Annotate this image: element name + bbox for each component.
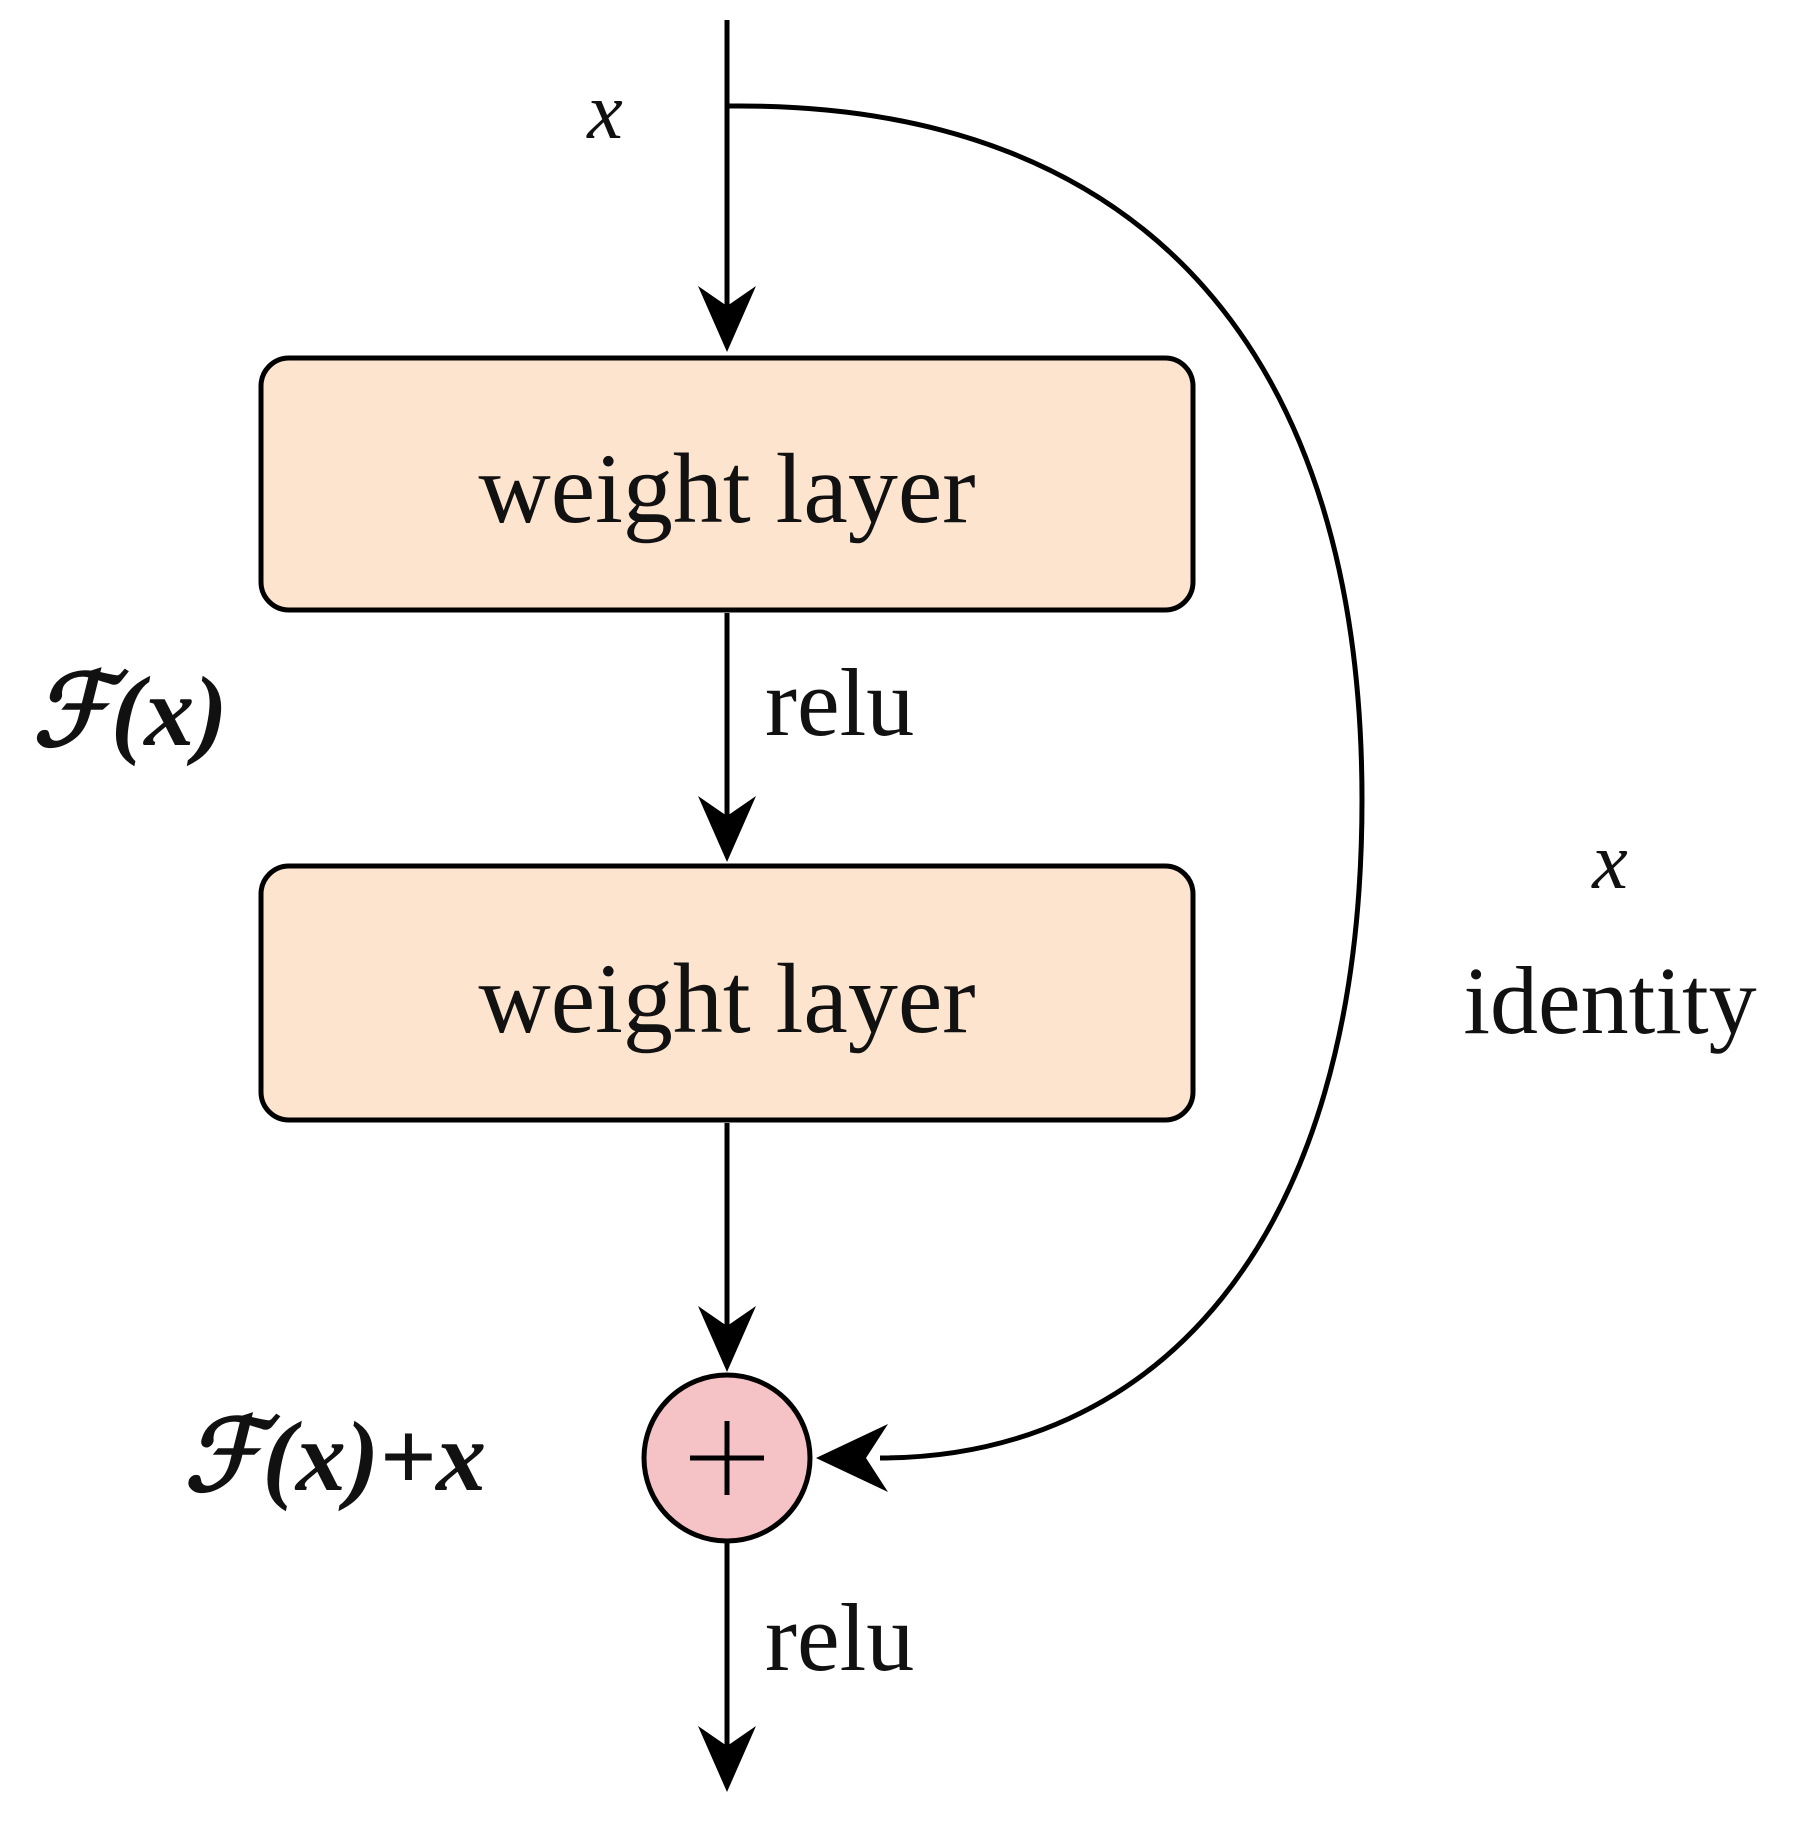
weight-layer-2-label: weight layer (478, 943, 975, 1054)
sum-label: ℱ(x)+x (184, 1401, 486, 1512)
weight-layer-2 (258, 863, 1196, 1123)
weight-layer-1-label: weight layer (478, 433, 975, 544)
weight-layer-1 (258, 355, 1196, 613)
lower-arrow-head (698, 1306, 756, 1372)
shortcut-x-label: x (1591, 818, 1628, 906)
residual-function-args: (x) (111, 656, 228, 767)
shortcut-identity-label: identity (1463, 947, 1756, 1054)
sum-function-args: (x)+x (263, 1401, 487, 1512)
input-arrow-head (698, 286, 756, 352)
shortcut-edge (727, 103, 1365, 1461)
residual-function-label: ℱ(x) (32, 656, 227, 767)
input-label: x (586, 68, 623, 156)
relu-out-label: relu (765, 1584, 914, 1691)
relu-mid-label: relu (765, 649, 914, 756)
middle-arrow-head (698, 796, 756, 862)
output-arrow-head (698, 1726, 756, 1792)
shortcut-arrow-head (816, 1424, 888, 1492)
